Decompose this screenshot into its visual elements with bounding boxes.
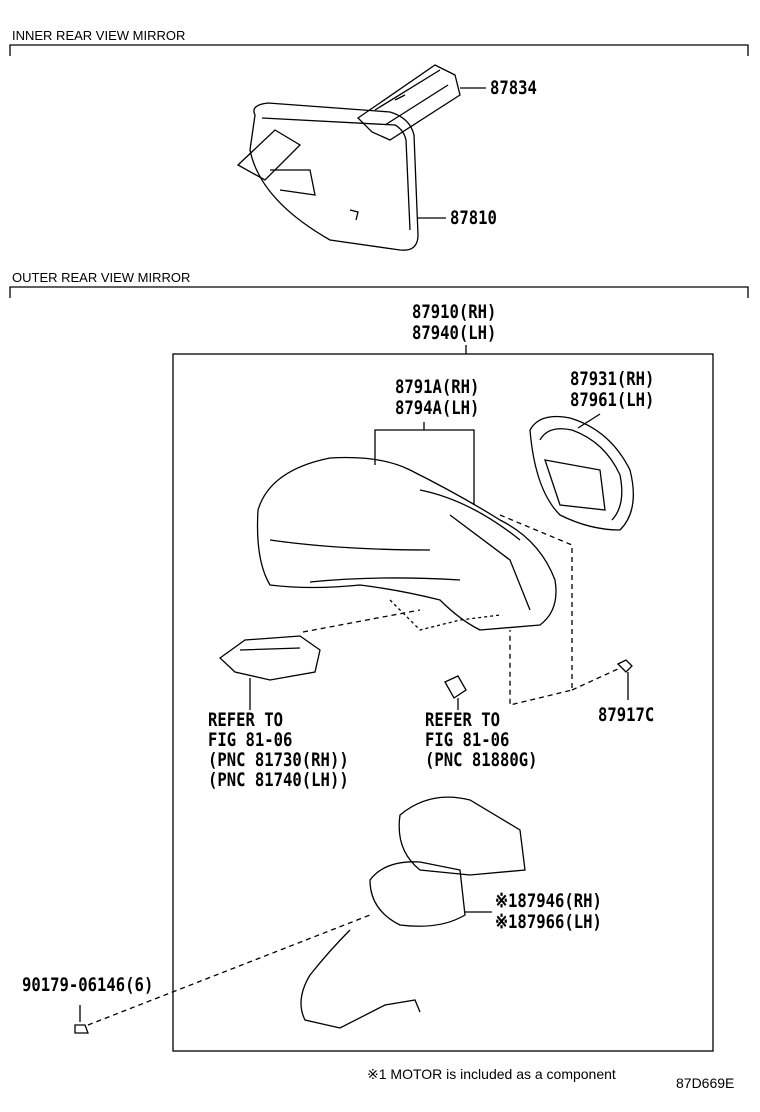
reference-link[interactable]: (PNC 81880G) <box>425 749 538 771</box>
part-label-screw[interactable]: 90179-06146(6) <box>22 974 154 996</box>
screw-87917c-drawing <box>616 659 633 700</box>
part-label-glass-lh[interactable]: 87961(LH) <box>570 389 655 411</box>
section-title-outer: OUTER REAR VIEW MIRROR <box>12 270 191 285</box>
reference-link[interactable]: (PNC 81730(RH)) <box>208 749 349 771</box>
inner-section-bracket <box>9 44 749 56</box>
part-label-cover-lh[interactable]: 8794A(LH) <box>395 397 480 419</box>
outer-mirror-housing-drawing <box>256 456 557 631</box>
reference-link[interactable]: (PNC 81740(LH)) <box>208 769 349 791</box>
part-label-assy-lh[interactable]: 87940(LH) <box>412 322 497 344</box>
reference-line: FIG 81-06 <box>208 729 293 751</box>
outer-section-bracket <box>9 286 749 298</box>
mirror-glass-drawing <box>529 415 634 531</box>
part-label-87810[interactable]: 87810 <box>450 207 497 229</box>
section-title-inner: INNER REAR VIEW MIRROR <box>12 28 186 43</box>
assembly-frame <box>172 353 714 1052</box>
part-label-motor-rh[interactable]: ※187946(RH) <box>495 890 602 912</box>
figure-id: 87D669E <box>676 1075 735 1091</box>
part-label-87834[interactable]: 87834 <box>490 77 537 99</box>
footnote: ※1 MOTOR is included as a component <box>367 1066 616 1082</box>
part-label-assy-rh[interactable]: 87910(RH) <box>412 301 497 323</box>
part-label-motor-lh[interactable]: ※187966(LH) <box>495 911 602 933</box>
turn-lamp-drawing <box>218 635 321 681</box>
bulb-drawing <box>444 675 467 699</box>
motor-drawing <box>300 796 526 1029</box>
inner-mirror-drawing <box>236 102 446 251</box>
part-label-cover-rh[interactable]: 8791A(RH) <box>395 376 480 398</box>
reference-line: REFER TO <box>208 709 284 731</box>
mirror-bracket-drawing <box>356 64 486 141</box>
reference-line: REFER TO <box>425 709 501 731</box>
reference-line: FIG 81-06 <box>425 729 510 751</box>
part-label-87917c[interactable]: 87917C <box>598 704 655 726</box>
part-label-glass-rh[interactable]: 87931(RH) <box>570 368 655 390</box>
